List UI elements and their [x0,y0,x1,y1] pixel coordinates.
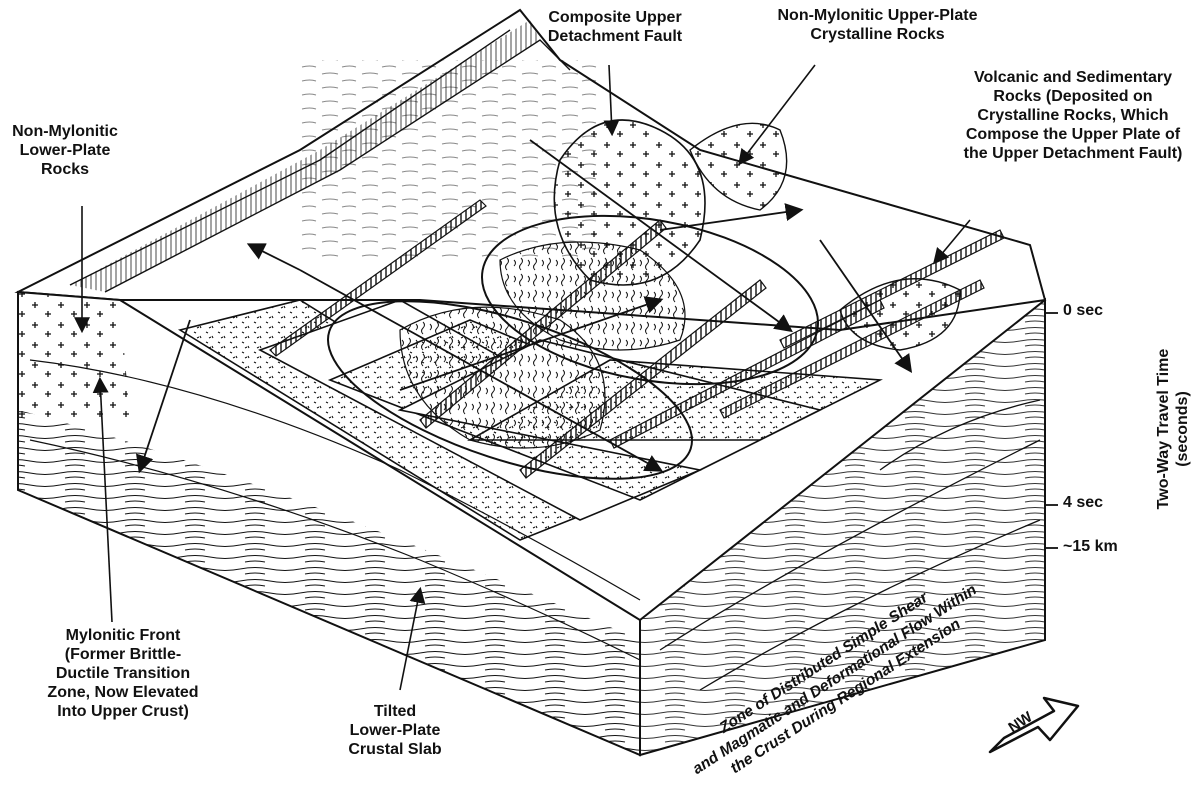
tick-4-sec: 4 sec [1063,494,1103,512]
compass-arrow [990,698,1078,752]
label-line: the Upper Detachment Fault) [955,144,1191,163]
label-line: Non-Mylonitic [5,122,125,141]
label-line: Ductile Transition [38,664,208,683]
label-line: Tilted [335,702,455,721]
label-line: Non-Mylonitic Upper-Plate [770,6,985,25]
label-non-mylonitic-lower-plate: Non-Mylonitic Lower-Plate Rocks [5,122,125,179]
label-line: Into Upper Crust) [38,702,208,721]
label-line: Rocks (Deposited on [955,87,1191,106]
axis-title-line: Two-Way Travel Time [1154,309,1173,549]
label-line: Zone, Now Elevated [38,683,208,702]
label-line: (Former Brittle- [38,645,208,664]
label-composite-upper-detachment: Composite Upper Detachment Fault [540,8,690,46]
tick-0-sec: 0 sec [1063,302,1103,320]
label-line: Crystalline Rocks, Which [955,106,1191,125]
label-line: Lower-Plate [335,721,455,740]
label-line: Mylonitic Front [38,626,208,645]
label-line: Lower-Plate [5,141,125,160]
axis-title-line: (seconds) [1173,309,1192,549]
label-line: Compose the Upper Plate of [955,125,1191,144]
label-mylonitic-front: Mylonitic Front (Former Brittle- Ductile… [38,626,208,721]
depth-scale-title: Two-Way Travel Time (seconds) [1154,309,1192,549]
tick-15-km: ~15 km [1063,538,1118,556]
label-line: Crystalline Rocks [770,25,985,44]
label-non-mylonitic-upper-plate: Non-Mylonitic Upper-Plate Crystalline Ro… [770,6,985,44]
label-volcanic-sedimentary: Volcanic and Sedimentary Rocks (Deposite… [955,68,1191,163]
label-tilted-slab: Tilted Lower-Plate Crustal Slab [335,702,455,759]
label-line: Composite Upper [540,8,690,27]
depth-scale-bracket [1045,313,1058,548]
label-line: Crustal Slab [335,740,455,759]
label-line: Volcanic and Sedimentary [955,68,1191,87]
label-line: Detachment Fault [540,27,690,46]
label-line: Rocks [5,160,125,179]
